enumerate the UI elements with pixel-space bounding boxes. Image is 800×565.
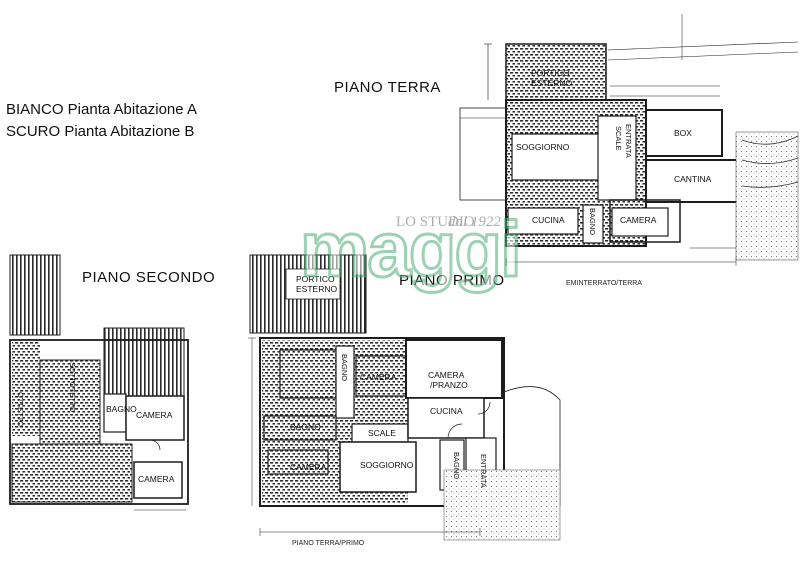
primo-bagno-bottom-label: BAGNO <box>452 452 461 479</box>
terra-soggiorno-label: SOGGIORNO <box>516 142 570 152</box>
watermark-since: dal 1922 <box>448 214 501 230</box>
primo-scale-label: SCALE <box>368 428 396 438</box>
terra-entrata-label: ENTRATA <box>624 124 633 158</box>
primo-bagno-mid-label: BAGNO <box>290 422 321 432</box>
terra-portico-label-1: PORTICO <box>531 68 570 78</box>
primo-portico-label-1: PORTICO <box>296 274 335 284</box>
terra-portico-label-2: ESTERNO <box>531 78 572 88</box>
secondo-sottotetto-label: SOTTOTETTO <box>68 362 77 412</box>
studio-maggi-watermark: LO STUDIO dal 1922 maggi <box>299 204 524 295</box>
primo-camera-pranzo-label-1: CAMERA <box>428 370 465 380</box>
primo-caption: PIANO TERRA/PRIMO <box>292 540 365 547</box>
legend-line-b: SCURO Pianta Abitazione B <box>6 123 195 140</box>
title-piano-terra: PIANO TERRA <box>334 79 441 96</box>
terra-cucina-label: CUCINA <box>532 215 565 225</box>
primo-soggiorno-label: SOGGIORNO <box>360 460 414 470</box>
secondo-camera-right-label: CAMERA <box>136 410 173 420</box>
watermark-studio-line: LO STUDIO <box>396 214 475 230</box>
terra-scale-label: SCALE <box>614 126 623 151</box>
secondo-sottotetto-left-label: OTTETTO <box>16 392 25 427</box>
primo-entrata-label: ENTRATA <box>479 454 488 488</box>
primo-camera-bottom-label: CAMERA <box>290 462 327 472</box>
primo-cucina-label: CUCINA <box>430 406 463 416</box>
primo-portico-label-2: ESTERNO <box>296 284 337 294</box>
terra-box-label: BOX <box>674 128 692 138</box>
terra-cantina-label: CANTINA <box>674 174 712 184</box>
title-piano-primo: PIANO PRIMO <box>399 272 505 289</box>
terra-camera-label: CAMERA <box>620 215 657 225</box>
watermark-brand: maggi <box>300 205 520 293</box>
piano-secondo-plan <box>9 254 189 511</box>
secondo-camera-bottom-label: CAMERA <box>138 474 175 484</box>
piano-primo-plan <box>248 254 561 541</box>
piano-terra-plan <box>459 14 799 266</box>
terra-caption: EMINTERRATO/TERRA <box>566 280 642 287</box>
legend-line-a: BIANCO Pianta Abitazione A <box>6 101 197 118</box>
terra-bagno-label: BAGNO <box>588 208 597 235</box>
primo-bagno-top-label: BAGNO <box>340 354 349 381</box>
secondo-bagno-label: BAGNO <box>106 404 137 414</box>
primo-camera-top-label: CAMERA <box>360 372 397 382</box>
primo-camera-pranzo-label-2: /PRANZO <box>430 380 468 390</box>
title-piano-secondo: PIANO SECONDO <box>82 269 216 286</box>
